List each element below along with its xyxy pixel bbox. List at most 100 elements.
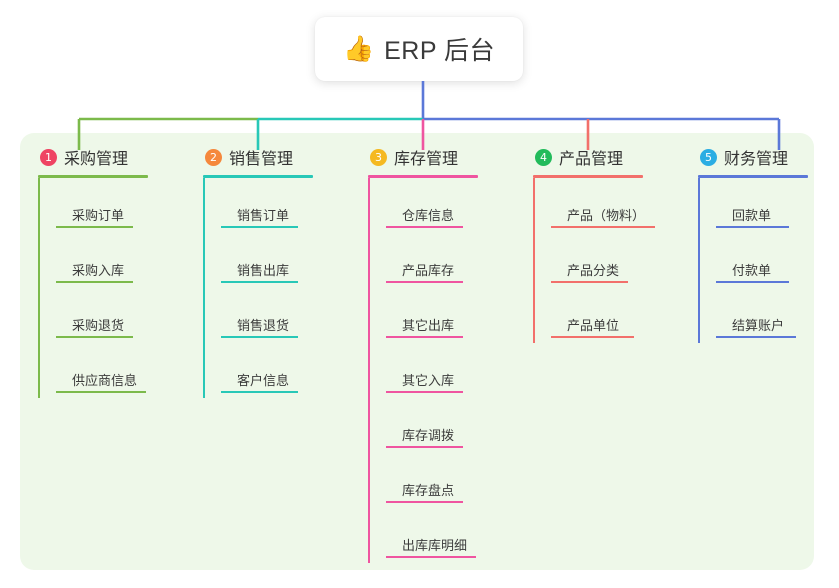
branch-item-rule xyxy=(716,281,789,283)
branch-item-rule xyxy=(56,391,146,393)
branch-item-label: 供应商信息 xyxy=(72,373,138,388)
root-node-label: ERP 后台 xyxy=(384,37,496,65)
branch-item-list: 回款单付款单结算账户 xyxy=(698,178,808,343)
branches-panel xyxy=(20,133,814,570)
branch-column-3: 3 库存管理仓库信息产品库存其它出库其它入库库存调拨库存盘点出库库明细 xyxy=(368,145,478,563)
branch-item-rule xyxy=(386,226,463,228)
branch-column-5: 5 财务管理回款单付款单结算账户 xyxy=(698,145,808,343)
branch-item-rule xyxy=(221,336,298,338)
branch-item-rule xyxy=(386,281,463,283)
branch-item-rule xyxy=(221,226,298,228)
branch-item[interactable]: 销售出库 xyxy=(221,233,313,288)
branch-title: 销售管理 xyxy=(229,151,294,168)
branch-header-1[interactable]: 1 采购管理 xyxy=(38,145,148,169)
branch-number-badge: 1 xyxy=(40,148,57,166)
branch-item-label: 产品库存 xyxy=(402,263,455,278)
branch-item[interactable]: 采购退货 xyxy=(56,288,148,343)
branch-item-rule xyxy=(56,336,133,338)
branch-item-label: 销售出库 xyxy=(237,263,290,278)
branch-item-label: 产品分类 xyxy=(567,263,620,278)
branch-item-label: 其它入库 xyxy=(402,373,455,388)
branch-header-4[interactable]: 4 产品管理 xyxy=(533,145,643,169)
branch-item[interactable]: 销售退货 xyxy=(221,288,313,343)
branch-item-label: 采购入库 xyxy=(72,263,125,278)
branch-item[interactable]: 结算账户 xyxy=(716,288,808,343)
branch-item-rule xyxy=(716,336,796,338)
branch-column-4: 4 产品管理产品（物料） 产品分类产品单位 xyxy=(533,145,655,343)
branch-item-label: 结算账户 xyxy=(732,318,785,333)
branch-header-rule xyxy=(203,175,313,178)
branch-item[interactable]: 库存调拨 xyxy=(386,398,478,453)
branch-item[interactable]: 客户信息 xyxy=(221,343,313,398)
branch-item[interactable]: 产品分类 xyxy=(551,233,643,288)
branch-item[interactable]: 销售订单 xyxy=(221,178,313,233)
branch-item[interactable]: 采购订单 xyxy=(56,178,148,233)
branch-item[interactable]: 其它入库 xyxy=(386,343,478,398)
branch-header-2[interactable]: 2 销售管理 xyxy=(203,145,313,169)
branch-item-rule xyxy=(551,336,634,338)
branch-column-1: 1 采购管理采购订单采购入库采购退货供应商信息 xyxy=(38,145,148,398)
branch-item-label: 采购订单 xyxy=(72,208,125,223)
branch-item-label: 库存调拨 xyxy=(402,428,455,443)
branch-item-label: 库存盘点 xyxy=(402,483,455,498)
branch-header-3[interactable]: 3 库存管理 xyxy=(368,145,478,169)
branch-number-badge: 3 xyxy=(370,148,387,166)
branch-item-label: 出库库明细 xyxy=(402,538,468,553)
branch-item[interactable]: 回款单 xyxy=(716,178,808,233)
branch-trunk-line xyxy=(38,178,40,398)
branch-header-rule xyxy=(38,175,148,178)
branch-item-label: 产品单位 xyxy=(567,318,620,333)
branch-item-label: 回款单 xyxy=(732,208,772,223)
branch-header-rule xyxy=(698,175,808,178)
branch-item-rule xyxy=(386,446,463,448)
branch-item-label: 销售订单 xyxy=(237,208,290,223)
branch-item[interactable]: 采购入库 xyxy=(56,233,148,288)
branch-item-list: 产品（物料） 产品分类产品单位 xyxy=(533,178,655,343)
branch-title: 财务管理 xyxy=(724,151,789,168)
branch-item-rule xyxy=(716,226,789,228)
branch-item[interactable]: 其它出库 xyxy=(386,288,478,343)
branch-item-rule xyxy=(386,336,463,338)
branch-item[interactable]: 仓库信息 xyxy=(386,178,478,233)
branch-item-label: 采购退货 xyxy=(72,318,125,333)
branch-trunk-line xyxy=(203,178,205,398)
branch-title: 产品管理 xyxy=(559,151,624,168)
branch-item-list: 仓库信息产品库存其它出库其它入库库存调拨库存盘点出库库明细 xyxy=(368,178,478,563)
branch-item[interactable]: 产品（物料） xyxy=(551,178,655,233)
branch-trunk-line xyxy=(533,178,535,343)
branch-number-badge: 5 xyxy=(700,148,717,166)
branch-item[interactable]: 产品单位 xyxy=(551,288,643,343)
branch-item-label: 产品（物料） xyxy=(567,208,646,223)
branch-item[interactable]: 付款单 xyxy=(716,233,808,288)
branch-item[interactable]: 产品库存 xyxy=(386,233,478,288)
branch-item-rule xyxy=(221,281,298,283)
branch-header-5[interactable]: 5 财务管理 xyxy=(698,145,808,169)
branch-item-list: 采购订单采购入库采购退货供应商信息 xyxy=(38,178,148,398)
branch-item-label: 付款单 xyxy=(732,263,772,278)
branch-header-rule xyxy=(533,175,643,178)
branch-item-rule xyxy=(386,391,463,393)
thumbs-up-icon: 👍 xyxy=(342,34,375,63)
branch-item[interactable]: 出库库明细 xyxy=(386,508,478,563)
root-node-card[interactable]: 👍 ERP 后台 xyxy=(315,17,523,81)
branch-item-rule xyxy=(386,556,476,558)
branch-item-rule xyxy=(551,281,628,283)
branch-column-2: 2 销售管理销售订单销售出库销售退货客户信息 xyxy=(203,145,313,398)
branch-number-badge: 4 xyxy=(535,148,552,166)
branch-item-rule xyxy=(56,281,133,283)
branch-title: 库存管理 xyxy=(394,151,459,168)
branch-item-label: 仓库信息 xyxy=(402,208,455,223)
branch-item[interactable]: 库存盘点 xyxy=(386,453,478,508)
branch-trunk-line xyxy=(698,178,700,343)
branch-number-badge: 2 xyxy=(205,148,222,166)
branch-item-rule xyxy=(56,226,133,228)
branch-item-rule xyxy=(386,501,463,503)
branch-title: 采购管理 xyxy=(64,151,129,168)
branch-item[interactable]: 供应商信息 xyxy=(56,343,148,398)
branch-item-label: 其它出库 xyxy=(402,318,455,333)
branch-item-label: 销售退货 xyxy=(237,318,290,333)
branch-item-rule xyxy=(221,391,298,393)
branch-item-rule xyxy=(551,226,655,228)
branch-trunk-line xyxy=(368,178,370,563)
